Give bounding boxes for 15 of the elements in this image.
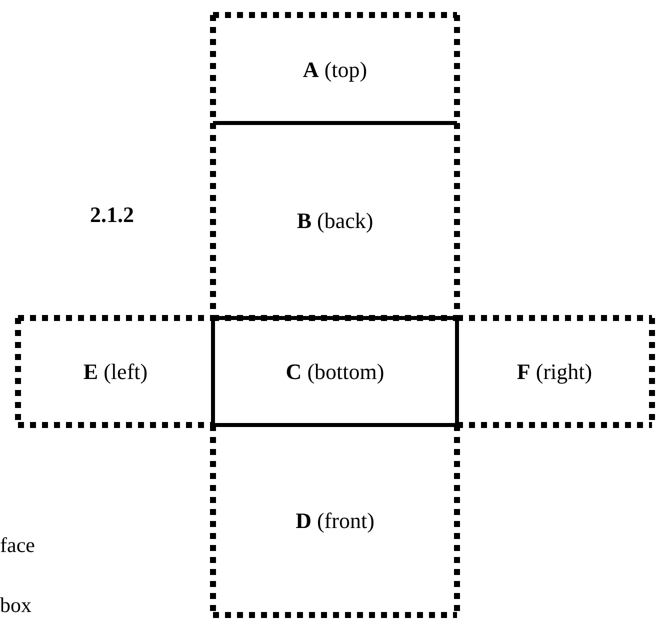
- face-label: E (left): [83, 358, 148, 386]
- note-text: box: [0, 592, 32, 619]
- net-face-box: [457, 318, 652, 425]
- face-label: C (bottom): [286, 358, 384, 386]
- net-face-box: [18, 318, 213, 425]
- face-label: B (back): [296, 207, 374, 235]
- net-face-box: [213, 425, 457, 615]
- section-number: 2.1.2: [90, 201, 134, 229]
- net-face-box: [213, 15, 457, 123]
- net-face-box: [213, 123, 457, 318]
- face-label: D (front): [296, 506, 374, 534]
- net-face-box: [213, 318, 457, 425]
- face-label: A (top): [302, 56, 368, 84]
- face-label: F (right): [516, 358, 592, 386]
- note-text: face: [0, 532, 35, 559]
